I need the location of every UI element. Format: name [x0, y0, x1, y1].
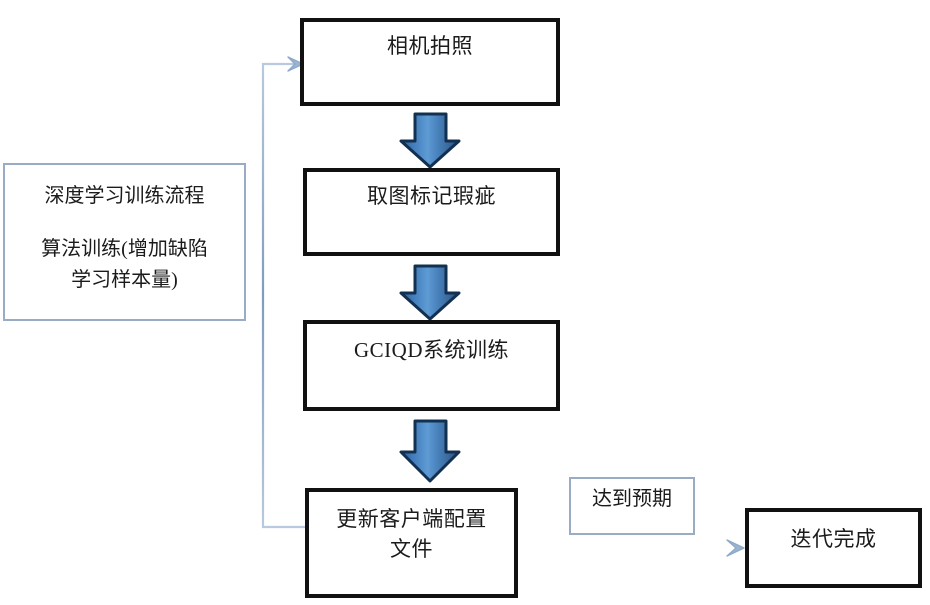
process-box-iteration-complete: 迭代完成	[745, 508, 922, 588]
process-box-mark-defects-label: 取图标记瑕疵	[367, 184, 496, 208]
block-arrow-training-to-update	[399, 419, 461, 483]
info-box-line-2: 算法训练(增加缺陷 学习样本量)	[41, 238, 208, 291]
process-box-update-client-config-label: 更新客户端配置 文件	[336, 507, 487, 561]
process-box-gciqd-system-training-label: GCIQD系统训练	[354, 338, 509, 362]
info-box-line-1: 深度学习训练流程	[44, 185, 205, 207]
block-arrow-label-to-training	[399, 264, 461, 321]
feedback-connector-update-to-capture	[261, 56, 305, 529]
process-box-iteration-complete-label: 迭代完成	[790, 527, 877, 551]
process-box-gciqd-system-training: GCIQD系统训练	[303, 320, 560, 411]
label-box-reach-expectation: 达到预期	[569, 477, 695, 535]
process-box-camera-capture-label: 相机拍照	[387, 34, 473, 58]
deep-learning-training-info-box: 深度学习训练流程 算法训练(增加缺陷 学习样本量)	[3, 163, 246, 321]
label-box-reach-expectation-text: 达到预期	[592, 488, 672, 510]
process-box-camera-capture: 相机拍照	[300, 18, 560, 106]
connector-update-to-done	[510, 539, 745, 557]
process-box-mark-defects: 取图标记瑕疵	[303, 168, 560, 256]
process-box-update-client-config: 更新客户端配置 文件	[305, 488, 518, 598]
block-arrow-capture-to-label	[399, 112, 461, 169]
